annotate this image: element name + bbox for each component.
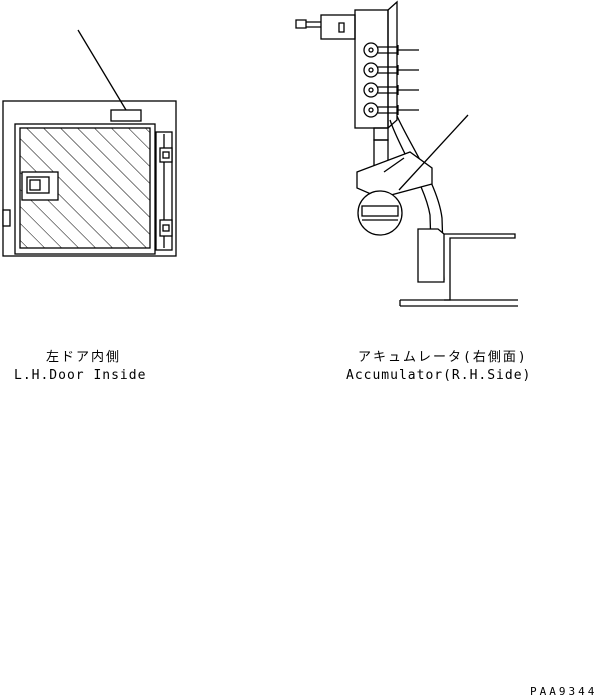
fittings (363, 42, 419, 118)
side-latch (2, 209, 11, 227)
base-line (399, 299, 518, 307)
detail-circle (357, 190, 403, 236)
valve-body (354, 9, 389, 129)
accumulator-plate (361, 205, 399, 217)
mount-plate (387, 0, 398, 129)
door-inner-panel (14, 123, 156, 255)
bracket (417, 228, 445, 283)
left-door-figure (2, 29, 177, 257)
drawing-code: PAA9344 (530, 685, 598, 698)
upper-hinge (159, 147, 173, 163)
right-caption-en: Accumulator(R.H.Side) (346, 368, 532, 383)
leader-line-left (77, 29, 127, 111)
right-caption-jp: アキュムレータ(右側面) (358, 350, 528, 365)
accumulator-housing (356, 151, 433, 199)
left-caption-jp: 左ドア内側 (46, 350, 122, 365)
handle (26, 176, 50, 194)
leader-line-right (398, 114, 469, 191)
connector-block (320, 14, 356, 40)
label-plate (110, 109, 142, 122)
right-accumulator-figure (295, 0, 518, 307)
lower-hinge (159, 219, 173, 237)
door-outline (2, 100, 177, 257)
left-caption-en: L.H.Door Inside (14, 368, 147, 383)
